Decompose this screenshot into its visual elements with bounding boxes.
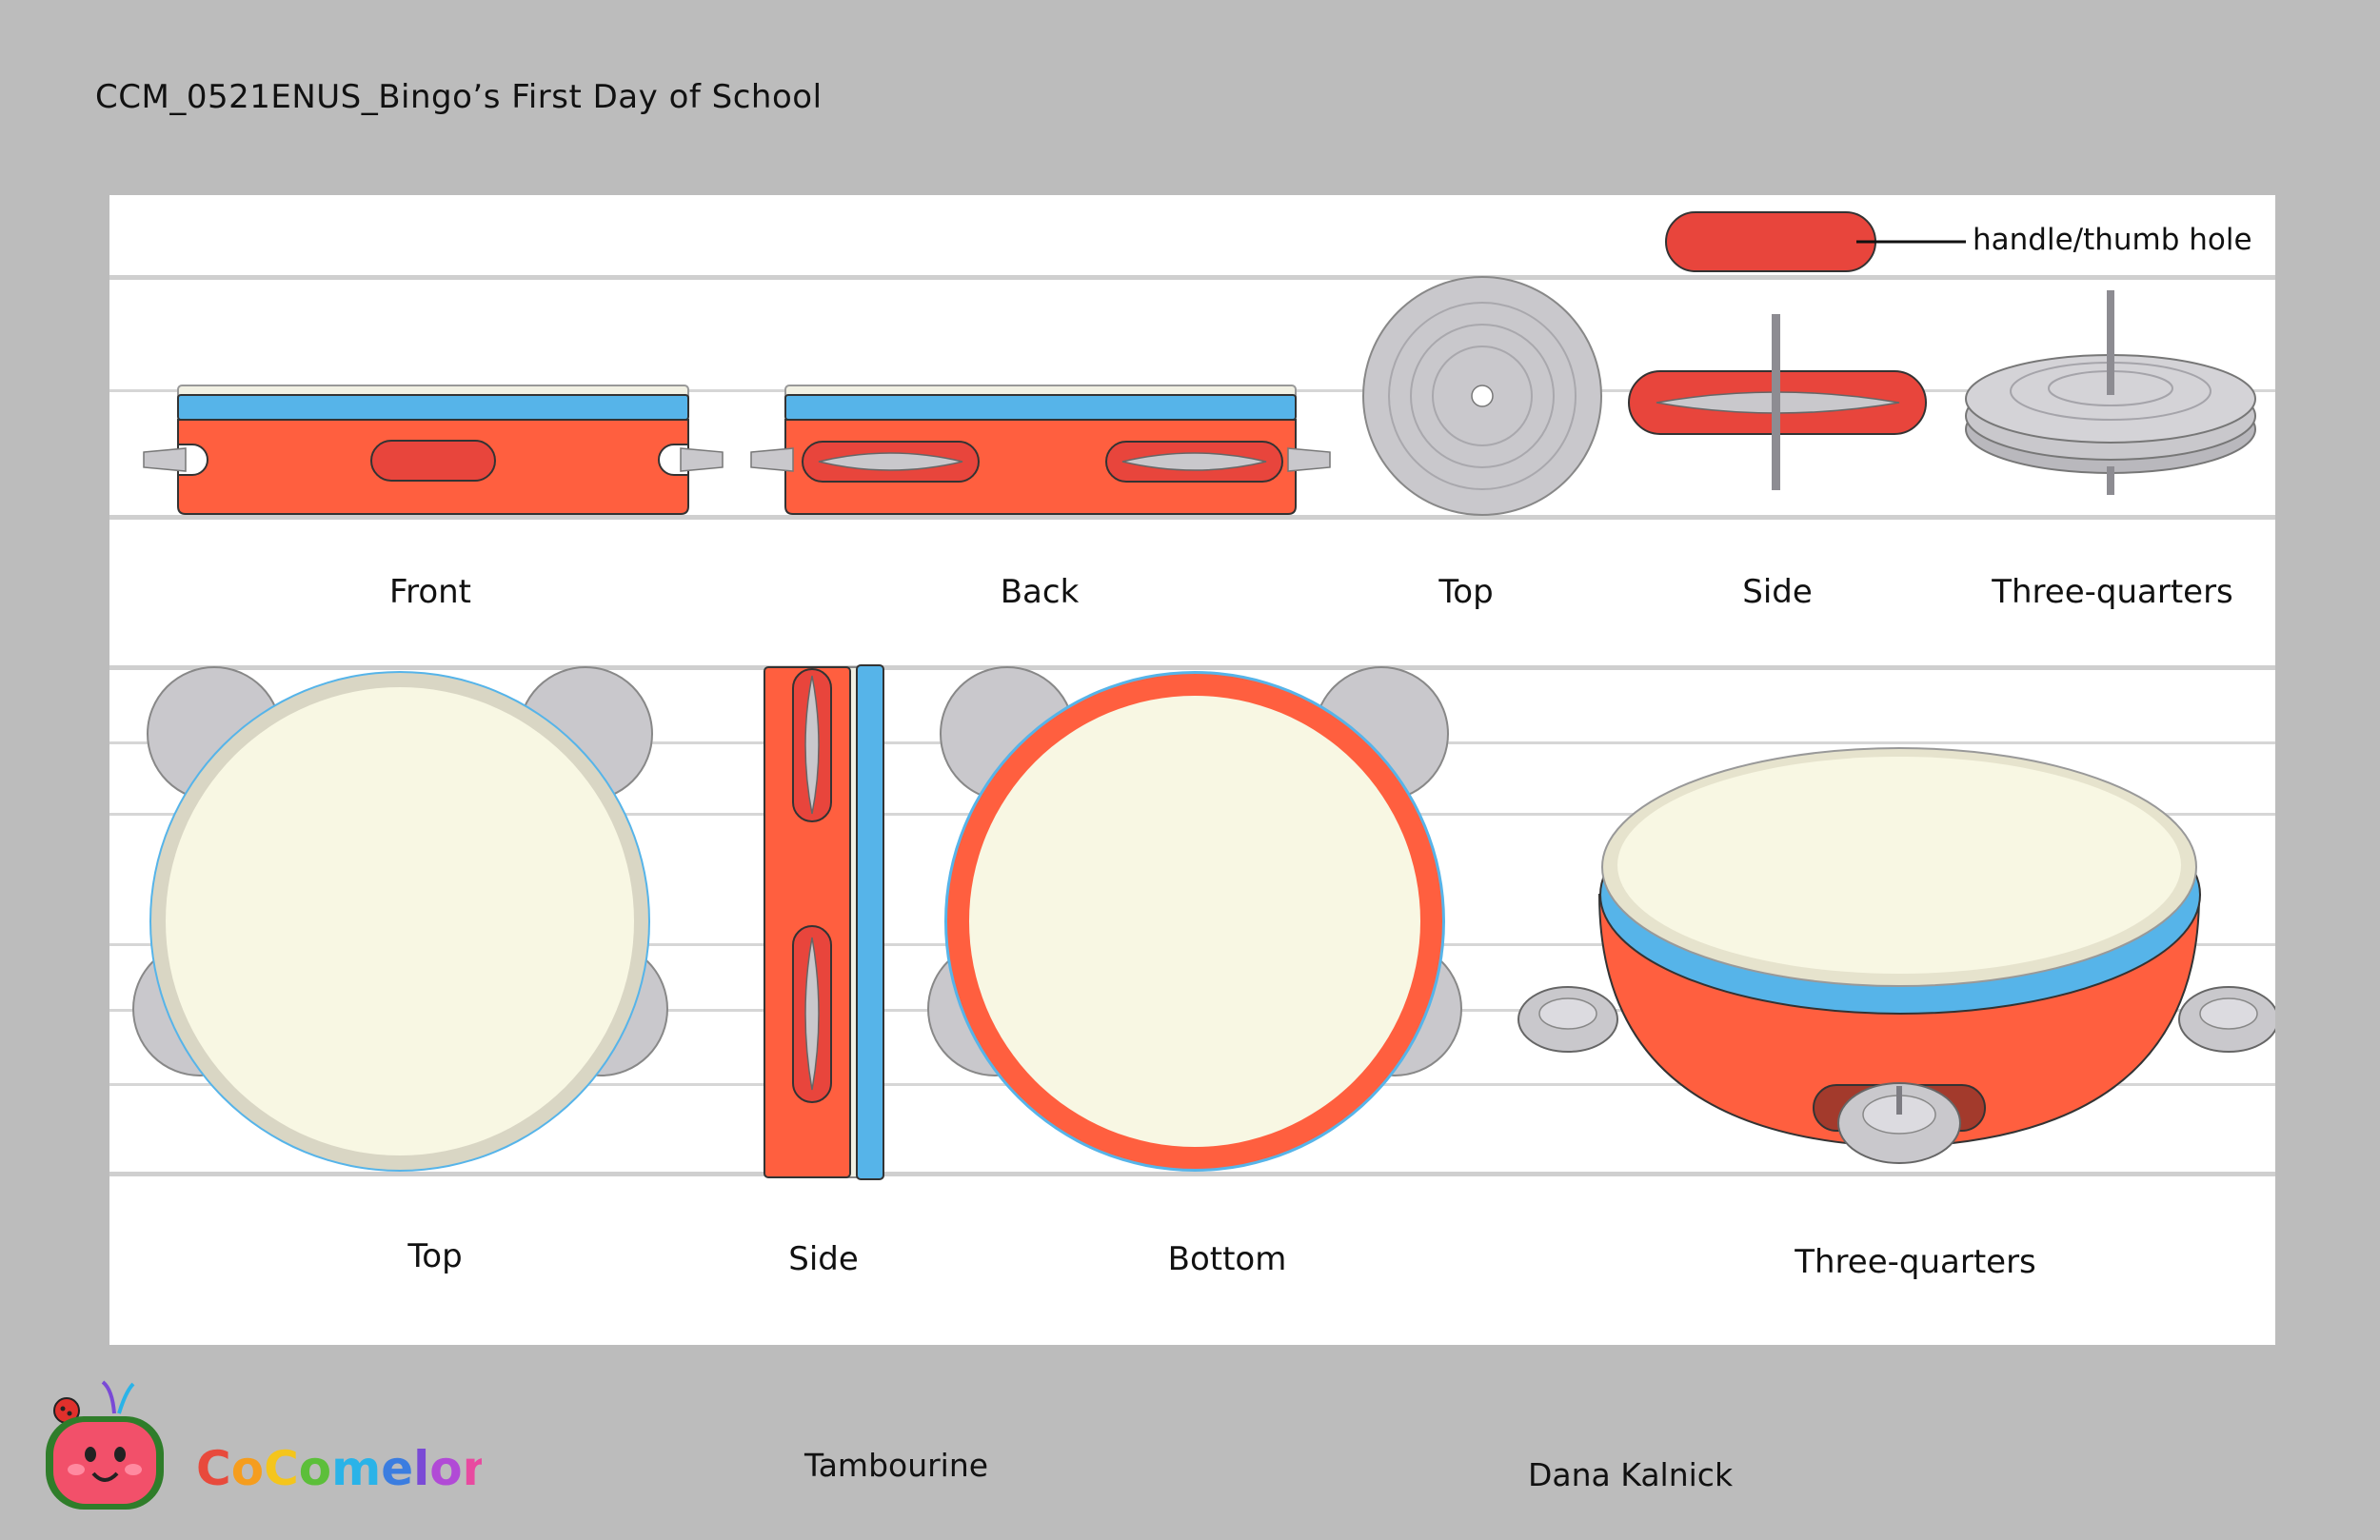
tambourine-top-view-drawing	[132, 666, 668, 1172]
wordmark-letter: C	[196, 1441, 231, 1496]
view-label-top: Top	[407, 1237, 463, 1275]
wordmark-letter: o	[299, 1441, 331, 1496]
view-label-front: Front	[389, 573, 471, 611]
view-label-back: Back	[1000, 573, 1080, 611]
callout-label-handle-hole: handle/thumb hole	[1973, 223, 2252, 257]
wordmark-letter: o	[231, 1441, 264, 1496]
guide-line	[109, 275, 2275, 280]
wordmark-letter: o	[429, 1441, 462, 1496]
jingle-side-view-drawing	[1628, 314, 1927, 490]
back-view-drawing	[750, 385, 1331, 515]
wordmark-letter: C	[264, 1441, 299, 1496]
view-label-top: Top	[1438, 573, 1494, 611]
wordmark-letter: l	[413, 1441, 429, 1496]
jingle-three-quarter-view-drawing	[1965, 290, 2256, 495]
wordmark-letter: m	[331, 1441, 381, 1496]
guide-line	[109, 665, 2275, 670]
jingle-top-view-drawing	[1362, 276, 1602, 516]
cocomelon-wordmark: CoComelon	[196, 1441, 482, 1496]
wordmark-letter: e	[381, 1441, 413, 1496]
model-sheet-panel: handle/thumb hole Front Back Top Side Th…	[109, 195, 2275, 1345]
view-label-three-quarters: Three-quarters	[1795, 1243, 2036, 1281]
view-label-side: Side	[1742, 573, 1813, 611]
svg-text:CoComelon: CoComelon	[196, 1441, 482, 1496]
view-label-three-quarters: Three-quarters	[1992, 573, 2233, 611]
front-view-drawing	[143, 385, 724, 515]
artist-name-label: Dana Kalnick	[1528, 1456, 1734, 1493]
tambourine-three-quarter-view-drawing	[1517, 747, 2275, 1164]
tambourine-drawings	[132, 211, 2275, 1180]
prop-name-label: Tambourine	[804, 1447, 989, 1484]
tambourine-bottom-view-drawing	[927, 666, 1462, 1172]
wordmark-letter: n	[463, 1441, 482, 1496]
page-header-title: CCM_0521ENUS_Bingo’s First Day of School	[95, 78, 823, 116]
tambourine-side-view-drawing	[764, 664, 884, 1180]
callout-handle-hole	[1665, 211, 1966, 272]
guide-line	[109, 1172, 2275, 1176]
guide-line	[109, 515, 2275, 520]
view-label-bottom: Bottom	[1167, 1240, 1287, 1278]
view-label-side: Side	[788, 1240, 859, 1278]
cocomelon-logo-icon	[46, 1380, 164, 1510]
